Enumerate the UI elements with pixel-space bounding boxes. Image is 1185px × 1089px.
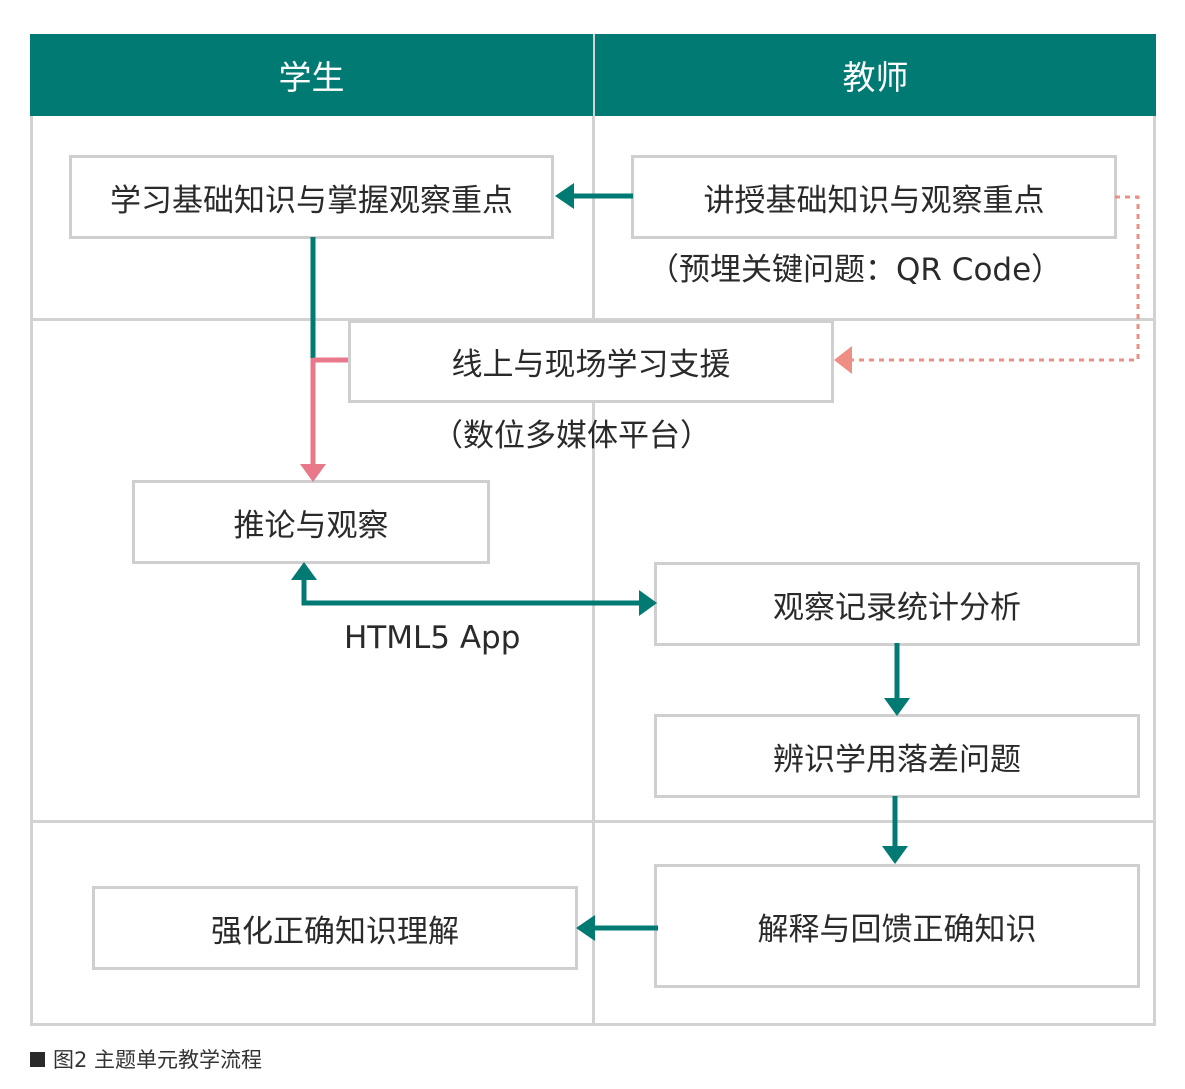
grid-border-left xyxy=(30,34,33,1026)
note-html5-app: HTML5 App xyxy=(344,620,521,656)
grid-row-line-2 xyxy=(30,820,1156,823)
box-feedback: 解释与回馈正确知识 xyxy=(654,864,1140,988)
figure-caption: 图2 主题单元教学流程 xyxy=(30,1044,262,1074)
grid-row-line-1 xyxy=(30,318,1156,321)
arrow-teach-to-learn xyxy=(555,183,633,209)
arrow-stats-to-identify xyxy=(884,643,910,716)
arrow-learn-to-reasoning xyxy=(300,237,326,482)
arrow-feedback-to-reinforce xyxy=(576,915,658,941)
note-platform: （数位多媒体平台） xyxy=(432,418,711,454)
header-student: 学生 xyxy=(30,34,593,116)
box-stats: 观察记录统计分析 xyxy=(654,562,1140,646)
box-support: 线上与现场学习支援 xyxy=(348,320,834,403)
arrow-teach-to-support-dotted xyxy=(834,195,1140,374)
header-teacher: 教师 xyxy=(595,34,1156,116)
box-learn-basics: 学习基础知识与掌握观察重点 xyxy=(69,155,554,239)
grid-border-right xyxy=(1153,34,1156,1026)
box-reinforce: 强化正确知识理解 xyxy=(92,886,578,970)
box-teach-basics: 讲授基础知识与观察重点 xyxy=(631,155,1117,239)
arrow-reasoning-stats xyxy=(291,562,657,616)
grid-divider-vertical xyxy=(592,34,595,1026)
note-qr-code: （预埋关键问题：QR Code） xyxy=(648,252,1063,288)
caption-square-icon xyxy=(30,1051,45,1067)
box-reasoning: 推论与观察 xyxy=(132,480,490,564)
arrow-identify-to-feedback xyxy=(882,796,908,864)
caption-text: 图2 主题单元教学流程 xyxy=(53,1048,263,1072)
